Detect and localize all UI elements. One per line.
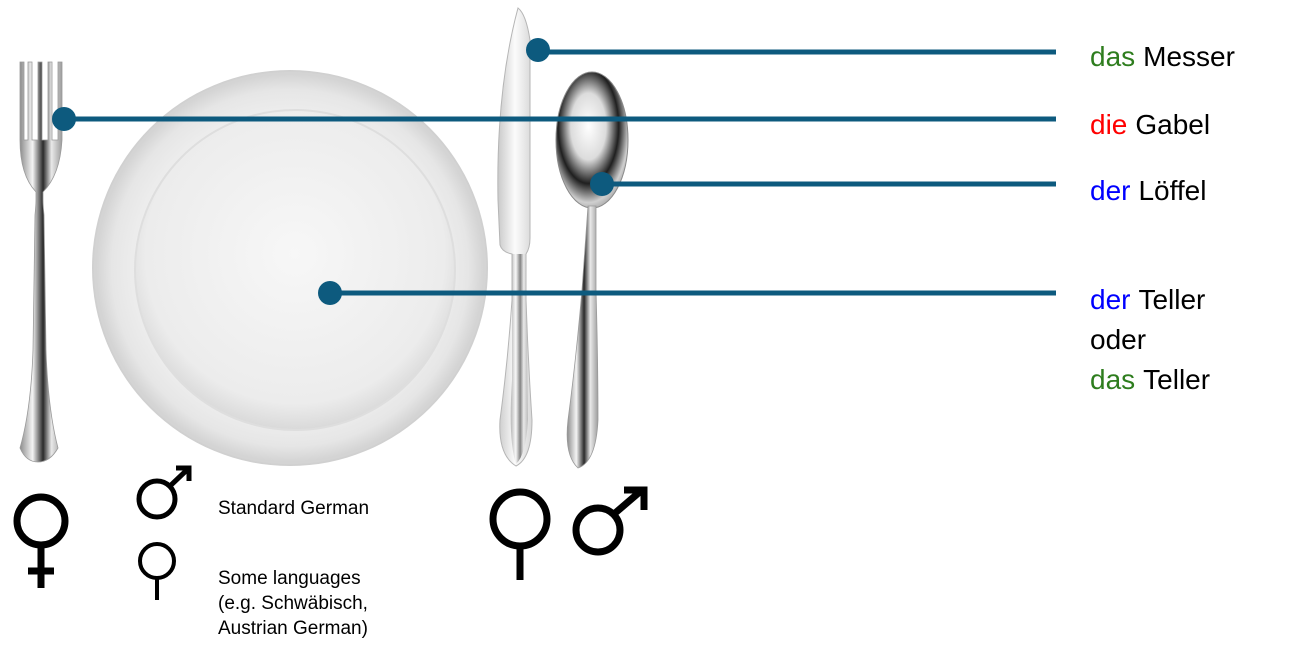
noun: Gabel bbox=[1135, 109, 1211, 140]
article: die bbox=[1090, 109, 1128, 140]
article: der bbox=[1090, 175, 1131, 206]
article: das bbox=[1090, 364, 1136, 395]
note-regional-line: Austrian German) bbox=[218, 618, 368, 639]
male-symbol-icon bbox=[572, 486, 648, 556]
knife-icon bbox=[497, 7, 533, 467]
noun: Teller bbox=[1138, 284, 1206, 315]
noun: Löffel bbox=[1138, 175, 1207, 206]
neuter-symbol-icon bbox=[489, 488, 551, 580]
spoon-icon bbox=[555, 71, 629, 469]
note-standard-german: Standard German bbox=[218, 498, 370, 519]
teller-line-2: oder bbox=[1090, 324, 1147, 355]
male-symbol-icon bbox=[136, 465, 192, 520]
leader-lines bbox=[52, 38, 1056, 305]
note-regional: Some languages (e.g. Schwäbisch, Austria… bbox=[218, 566, 368, 641]
note-regional-line: Some languages bbox=[218, 568, 361, 589]
plate-icon bbox=[92, 70, 488, 466]
female-symbol-icon bbox=[13, 493, 69, 588]
note-regional-line: (e.g. Schwäbisch, bbox=[218, 593, 368, 614]
article: der bbox=[1090, 284, 1131, 315]
noun: Messer bbox=[1143, 41, 1235, 72]
article: das bbox=[1090, 41, 1136, 72]
noun: Teller bbox=[1143, 364, 1211, 395]
neuter-symbol-icon bbox=[138, 542, 176, 600]
